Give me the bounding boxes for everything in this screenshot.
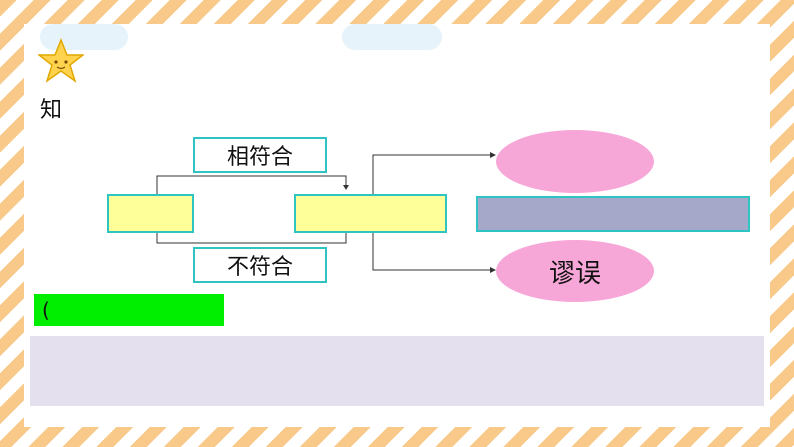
ellipse-bottom-text: 谬误: [548, 258, 601, 289]
right-slate-bar: [476, 196, 750, 232]
star-icon: [38, 38, 84, 83]
left-yellow-box: [107, 194, 194, 233]
bottom-lavender-panel: [30, 336, 764, 406]
middle-yellow-box: [294, 194, 447, 233]
top-pink-ellipse: [496, 130, 654, 193]
top-label-box: 相符合: [193, 137, 327, 173]
bottom-pink-ellipse: 谬误: [496, 240, 654, 302]
top-label-text: 相符合: [226, 145, 293, 170]
green-bar-text: (: [42, 298, 50, 322]
heading-char: 知: [40, 98, 63, 123]
green-highlight-bar: (: [34, 294, 224, 326]
cloud-decoration-left: [40, 24, 128, 50]
bottom-label-text: 不符合: [226, 255, 293, 280]
cloud-decoration-right: [342, 24, 442, 50]
bottom-label-box: 不符合: [193, 247, 327, 283]
